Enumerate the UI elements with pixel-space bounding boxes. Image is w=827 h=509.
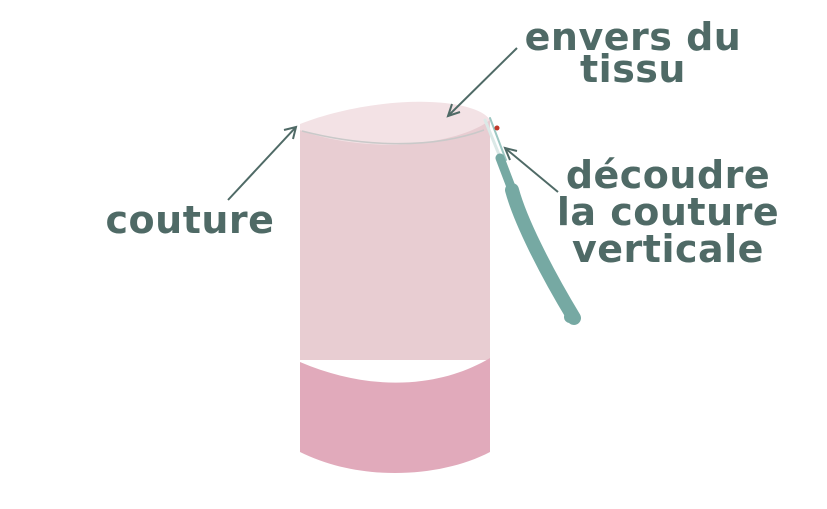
arrows xyxy=(227,47,559,201)
fabric-folded-top xyxy=(300,101,490,145)
arrow-decoudre xyxy=(504,147,559,193)
fabric-body xyxy=(300,118,490,360)
seam-ripper-icon xyxy=(483,117,581,325)
seam-line xyxy=(301,129,485,145)
label-decoudre-line1: découdre xyxy=(566,153,770,197)
arrow-envers xyxy=(447,47,518,117)
fabric-bottom-band xyxy=(300,358,490,474)
label-envers-line1: envers du xyxy=(525,15,742,59)
arrow-couture xyxy=(227,126,297,201)
fabric-tube xyxy=(300,101,490,474)
label-decoudre-line2: la couture xyxy=(557,190,779,234)
label-couture: couture xyxy=(106,198,275,242)
label-decoudre-line3: verticale xyxy=(572,227,764,271)
label-envers-line2: tissu xyxy=(580,47,686,91)
